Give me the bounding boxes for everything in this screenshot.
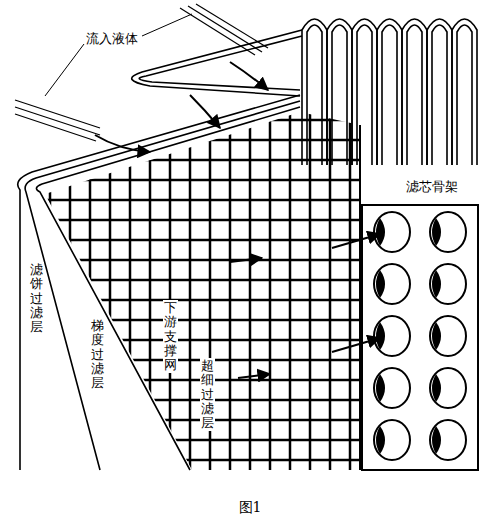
support-mesh [40, 100, 360, 470]
stream-line [180, 8, 255, 55]
mesh-wire [49, 100, 52, 470]
tight-pleats [302, 19, 477, 165]
pleat-fold [332, 25, 347, 165]
mesh-wire [40, 339, 360, 342]
flow-arrow [332, 338, 380, 352]
pleat-fold [302, 19, 327, 165]
pleat-fold [402, 19, 427, 165]
hole-shadow [432, 322, 441, 350]
core-hole [374, 316, 410, 356]
mesh-wire [289, 100, 292, 470]
stream-line [196, 4, 268, 48]
flow-arrow [332, 234, 380, 248]
pleat-fold [407, 25, 422, 165]
stream-line [15, 100, 100, 128]
core-hole [374, 420, 410, 460]
leader-line [45, 44, 84, 96]
hole-shadow [376, 374, 385, 402]
mesh-wire [40, 119, 360, 122]
mesh-wire [40, 219, 360, 222]
pleat-fold [377, 19, 402, 165]
mesh-wire [169, 100, 172, 470]
stream-line [15, 114, 96, 141]
through-flow [230, 234, 380, 378]
mesh-wire [349, 100, 352, 470]
pleat-fold [427, 19, 452, 165]
hole-shadow [376, 426, 385, 454]
mesh-wire [40, 199, 360, 202]
hole-shadow [432, 426, 441, 454]
stream-line [15, 107, 100, 135]
mesh-wire [40, 139, 360, 142]
gradient-layer [25, 101, 300, 470]
stream-line [188, 6, 262, 52]
part-label: 超细过滤层 [200, 358, 215, 431]
filter-cake-layer [18, 95, 300, 470]
core-hole [374, 212, 410, 252]
pleat-fold [432, 25, 447, 165]
mesh-wire [129, 100, 132, 470]
hole-shadow [432, 374, 441, 402]
hole-shadow [432, 270, 441, 298]
hole-shadow [376, 322, 385, 350]
mesh-wire [89, 100, 92, 470]
mesh-wire [69, 100, 72, 470]
mesh-wire [189, 100, 192, 470]
flow-arrow [238, 374, 270, 378]
mesh-wire [40, 99, 360, 102]
part-label: 流入液体 [85, 30, 139, 48]
pleat-fold [132, 30, 302, 96]
mesh-wire [309, 100, 312, 470]
inflow-streams [15, 4, 268, 152]
mesh-wire [40, 159, 360, 162]
pleat-fold [352, 19, 377, 165]
mesh-wire [40, 299, 360, 302]
ultrafine-layer [36, 107, 300, 470]
mesh-wire [109, 100, 112, 470]
mesh-edge [359, 125, 361, 470]
core-hole [430, 264, 466, 304]
hole-shadow [376, 270, 385, 298]
mesh-wire [229, 100, 232, 470]
part-label: 滤芯骨架 [405, 178, 459, 196]
mesh-wire [40, 239, 360, 242]
flow-arrow [190, 95, 220, 128]
core-holes [374, 212, 466, 460]
pleat-fold [357, 25, 372, 165]
pleat-fold [452, 19, 477, 165]
flow-arrow [95, 135, 150, 152]
mesh-wire [249, 100, 252, 470]
core-hole [430, 316, 466, 356]
flow-arrow [230, 258, 262, 262]
mesh-wire [40, 279, 360, 282]
pleat-fold [457, 25, 472, 165]
hole-shadow [376, 218, 385, 246]
leader-line [142, 14, 192, 36]
mesh-wire [40, 259, 360, 262]
part-label: 滤饼过滤层 [29, 262, 44, 335]
mesh-wire [149, 100, 152, 470]
hole-shadow [432, 218, 441, 246]
mesh-wire [40, 439, 360, 442]
mesh-wire [269, 100, 272, 470]
flow-arrow [230, 62, 268, 90]
mesh-wire [40, 459, 360, 462]
pleat-fold [382, 25, 397, 165]
mesh-wire [40, 319, 360, 322]
figure-caption: 图1 [238, 498, 263, 518]
pleat-fold [139, 36, 302, 90]
part-label: 下游支撑网 [163, 300, 178, 373]
pleat-layers [18, 30, 360, 470]
core-hole [374, 368, 410, 408]
core-hole [374, 264, 410, 304]
part-label: 梯度过滤层 [90, 318, 105, 391]
mesh-wire [40, 179, 360, 182]
mesh-wire [329, 100, 332, 470]
core-hole [430, 212, 466, 252]
core-hole [430, 368, 466, 408]
core-hole [430, 420, 466, 460]
